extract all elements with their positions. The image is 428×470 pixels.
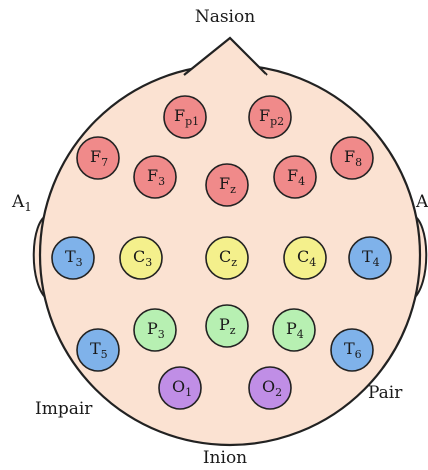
electrode-circle xyxy=(272,308,316,352)
electrode-circle xyxy=(119,236,163,280)
pair-label: Pair xyxy=(368,383,403,403)
electrode-circle xyxy=(76,328,120,372)
electrode-label: Fp2 xyxy=(259,106,284,128)
electrode-pz: Pz xyxy=(205,304,249,348)
electrode-circle xyxy=(76,136,120,180)
electrode-o1: O1 xyxy=(158,366,202,410)
electrode-label: T3 xyxy=(65,247,83,269)
electrode-circle xyxy=(133,155,177,199)
electrode-f7: F7 xyxy=(76,136,120,180)
electrode-circle xyxy=(248,366,292,410)
electrode-circle xyxy=(205,236,249,280)
electrode-circle xyxy=(248,95,292,139)
electrode-label: F4 xyxy=(287,166,305,188)
electrode-circle xyxy=(163,95,207,139)
electrode-circle xyxy=(348,236,392,280)
electrode-f3: F3 xyxy=(133,155,177,199)
electrode-t5: T5 xyxy=(76,328,120,372)
electrode-circle xyxy=(205,163,249,207)
electrode-c3: C3 xyxy=(119,236,163,280)
electrode-fp2: Fp2 xyxy=(248,95,292,139)
electrode-circle xyxy=(273,155,317,199)
electrode-label: P4 xyxy=(286,319,304,341)
nose xyxy=(183,36,268,76)
inion-label: Inion xyxy=(203,448,247,468)
right-ear-label: A2 xyxy=(415,192,428,214)
impair-label: Impair xyxy=(35,399,93,419)
electrode-label: Pz xyxy=(219,315,236,337)
electrode-circle xyxy=(283,236,327,280)
electrode-label: T4 xyxy=(362,247,380,269)
electrode-label: T6 xyxy=(344,339,362,361)
electrode-label: T5 xyxy=(90,339,108,361)
electrode-t3: T3 xyxy=(51,236,95,280)
electrode-t4: T4 xyxy=(348,236,392,280)
electrode-label: C4 xyxy=(297,247,316,269)
electrode-f4: F4 xyxy=(273,155,317,199)
electrode-circle xyxy=(133,308,177,352)
electrode-p4: P4 xyxy=(272,308,316,352)
electrode-label: F8 xyxy=(344,147,362,169)
electrode-fp1: Fp1 xyxy=(163,95,207,139)
electrode-cz: Cz xyxy=(205,236,249,280)
electrode-fz: Fz xyxy=(205,163,249,207)
electrode-f8: F8 xyxy=(330,136,374,180)
electrode-o2: O2 xyxy=(248,366,292,410)
electrode-p3: P3 xyxy=(133,308,177,352)
electrode-label: O2 xyxy=(262,377,282,399)
nasion-label: Nasion xyxy=(195,7,255,27)
electrode-label: Fp1 xyxy=(174,106,199,128)
left-ear-label: A1 xyxy=(11,192,32,214)
electrode-c4: C4 xyxy=(283,236,327,280)
electrode-t6: T6 xyxy=(330,328,374,372)
electrode-circle xyxy=(330,328,374,372)
electrode-label: O1 xyxy=(172,377,192,399)
electrode-label: C3 xyxy=(133,247,152,269)
electrode-label: F3 xyxy=(147,166,165,188)
electrode-label: Cz xyxy=(219,247,237,269)
electrode-label: F7 xyxy=(90,147,108,169)
electrode-label: P3 xyxy=(147,319,165,341)
electrode-circle xyxy=(51,236,95,280)
electrode-circle xyxy=(205,304,249,348)
electrode-circle xyxy=(330,136,374,180)
electrode-label: Fz xyxy=(219,174,236,196)
electrode-circle xyxy=(158,366,202,410)
